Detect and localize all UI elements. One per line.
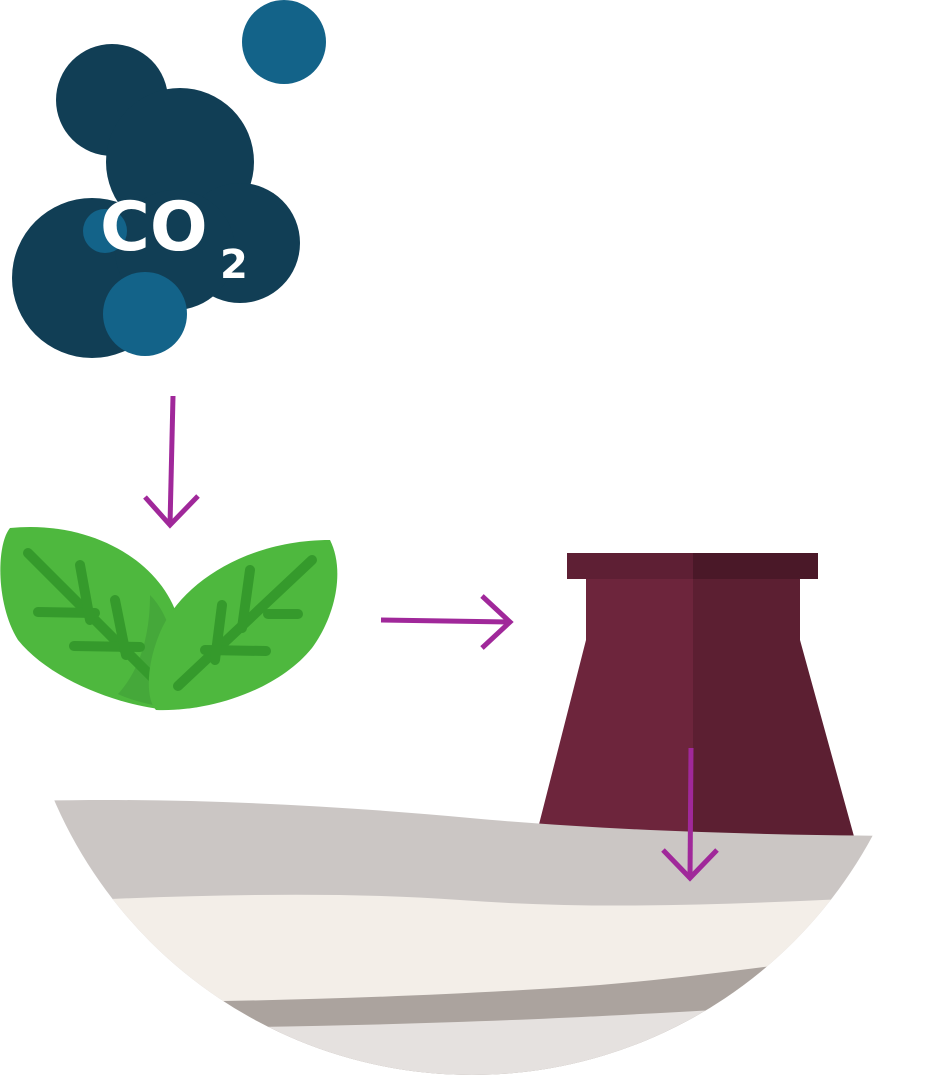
right-arrow-icon [380,594,514,650]
leaves-icon [0,526,338,711]
co2-label: CO [100,188,208,267]
down-arrow-icon [143,395,200,529]
plant-cap-left [567,553,693,579]
ground-layers-icon [17,799,927,1075]
plant-body-left [535,579,693,840]
co2-bubble-small [83,209,127,253]
power-plant-icon [535,553,855,840]
co2-bubble-top [242,0,326,84]
co2-cloud-icon: CO 2 [12,0,326,358]
co2-subscript: 2 [220,242,248,288]
plant-cap-right [693,553,818,579]
down-arrow-icon [661,747,719,882]
co2-bubble-bottom [103,272,187,356]
plant-body-right [693,579,855,840]
